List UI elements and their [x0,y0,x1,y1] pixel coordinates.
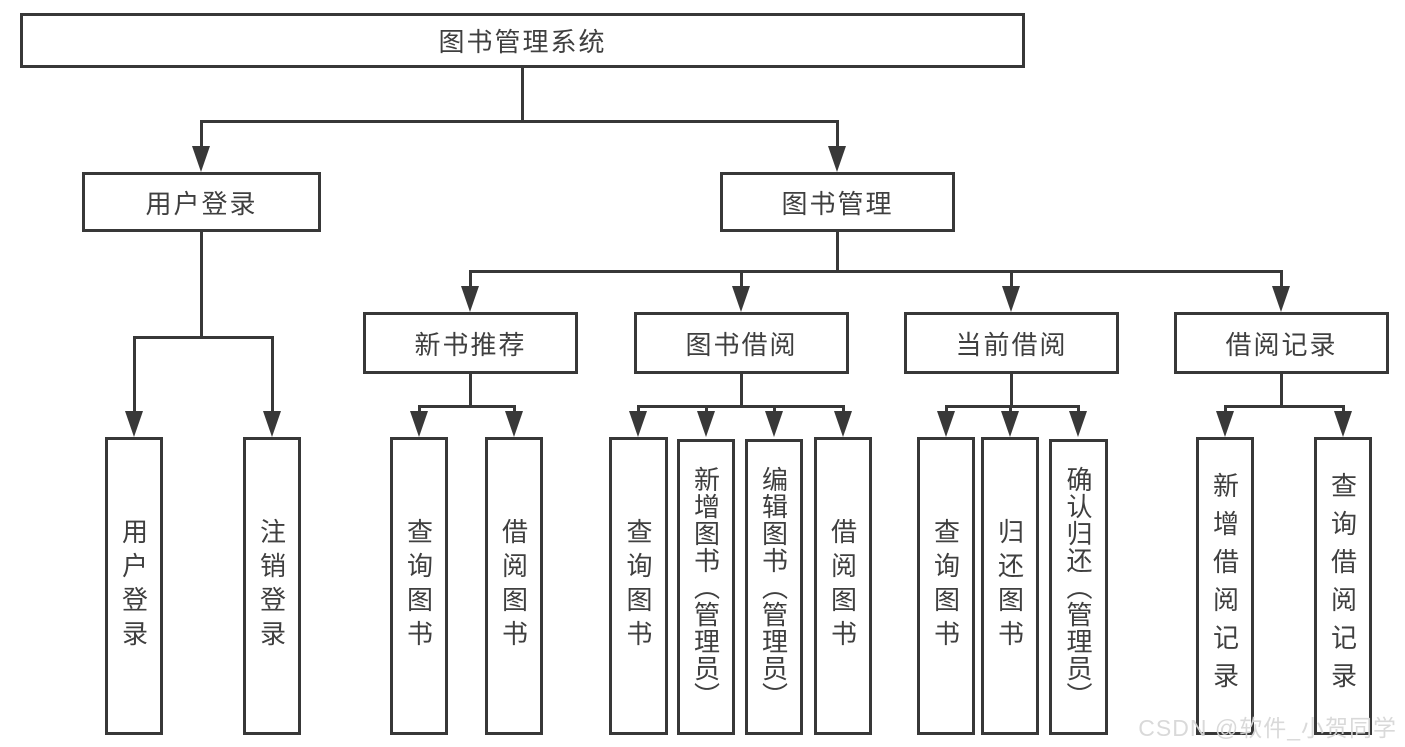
leaf-user-login-label: 用户登录 [118,518,149,654]
connector-line [705,405,708,414]
connector-line [1342,405,1345,414]
arrowhead-icon [192,146,210,172]
leaf-logout-label: 注销登录 [256,518,287,654]
arrowhead-icon [697,411,715,437]
arrowhead-icon [1002,286,1020,312]
leaf-add-borrow-record-label: 新增借阅记录 [1209,472,1240,700]
leaf-confirm-return-admin: 确认归还（管理员） [1049,439,1108,735]
arrowhead-icon [732,286,750,312]
node-borrow-record-label: 借阅记录 [1225,329,1338,360]
connector-line [773,405,776,414]
leaf-user-login: 用户登录 [105,437,163,735]
connector-line [469,270,1283,273]
connector-line [945,405,1080,408]
arrowhead-icon [410,411,428,437]
connector-line [200,120,203,148]
connector-line [1224,405,1227,414]
arrowhead-icon [1334,411,1352,437]
connector-line [842,405,845,414]
node-user-login-label: 用户登录 [145,188,258,219]
node-new-book-recommend: 新书推荐 [363,312,578,374]
connector-line [200,120,839,123]
arrowhead-icon [937,411,955,437]
arrowhead-icon [1216,411,1234,437]
leaf-borrow-book-1-label: 借阅图书 [498,518,529,654]
leaf-query-book-3-label: 查询图书 [930,518,961,654]
connector-line [1010,374,1013,408]
leaf-logout: 注销登录 [243,437,301,735]
connector-line [271,336,274,413]
connector-line [1077,405,1080,414]
leaf-add-book-admin: 新增图书（管理员） [677,439,735,735]
node-user-login: 用户登录 [82,172,321,232]
csdn-watermark: CSDN @软件_小贺同学 [1138,715,1397,741]
leaf-query-book-1-label: 查询图书 [403,518,434,654]
connector-line [418,405,421,414]
node-current-borrow-label: 当前借阅 [955,329,1068,360]
connector-line [1010,270,1013,288]
connector-line [133,336,274,339]
connector-line [513,405,516,414]
node-book-management: 图书管理 [720,172,955,232]
arrowhead-icon [828,146,846,172]
connector-line [200,232,203,339]
node-root: 图书管理系统 [20,13,1025,68]
connector-line [418,405,516,408]
arrowhead-icon [1069,411,1087,437]
connector-line [945,405,948,414]
leaf-edit-book-admin: 编辑图书（管理员） [745,439,803,735]
node-book-management-label: 图书管理 [781,188,894,219]
leaf-return-book: 归还图书 [981,437,1039,735]
leaf-query-book-3: 查询图书 [917,437,975,735]
connector-line [133,336,136,413]
connector-line [1224,405,1345,408]
connector-line [836,232,839,273]
connector-line [637,405,640,414]
arrowhead-icon [1001,411,1019,437]
leaf-confirm-return-admin-label: 确认归还（管理员） [1063,465,1093,709]
leaf-edit-book-admin-label: 编辑图书（管理员） [758,465,789,709]
leaf-return-book-label: 归还图书 [994,518,1025,654]
leaf-borrow-book-2-label: 借阅图书 [827,518,858,654]
leaf-borrow-book-2: 借阅图书 [814,437,872,735]
connector-line [836,120,839,148]
connector-line [521,68,524,123]
connector-line [1280,270,1283,288]
arrowhead-icon [834,411,852,437]
connector-line [740,270,743,288]
arrowhead-icon [125,411,143,437]
arrowhead-icon [1272,286,1290,312]
connector-line [637,405,845,408]
arrowhead-icon [461,286,479,312]
connector-line [1280,374,1283,408]
connector-line [469,270,472,288]
node-book-borrow: 图书借阅 [634,312,849,374]
connector-line [469,374,472,408]
node-book-borrow-label: 图书借阅 [685,329,798,360]
node-root-label: 图书管理系统 [438,27,607,57]
connector-line [740,374,743,408]
leaf-add-book-admin-label: 新增图书（管理员） [690,465,721,709]
arrowhead-icon [505,411,523,437]
leaf-query-borrow-record: 查询借阅记录 [1314,437,1372,735]
node-borrow-record: 借阅记录 [1174,312,1389,374]
node-current-borrow: 当前借阅 [904,312,1119,374]
arrowhead-icon [263,411,281,437]
leaf-borrow-book-1: 借阅图书 [485,437,543,735]
leaf-query-book-1: 查询图书 [390,437,448,735]
leaf-query-borrow-record-label: 查询借阅记录 [1327,472,1358,700]
arrowhead-icon [765,411,783,437]
leaf-add-borrow-record: 新增借阅记录 [1196,437,1254,735]
arrowhead-icon [629,411,647,437]
node-new-book-recommend-label: 新书推荐 [414,329,527,360]
leaf-query-book-2: 查询图书 [609,437,668,735]
leaf-query-book-2-label: 查询图书 [623,518,653,654]
connector-line [1009,405,1012,414]
